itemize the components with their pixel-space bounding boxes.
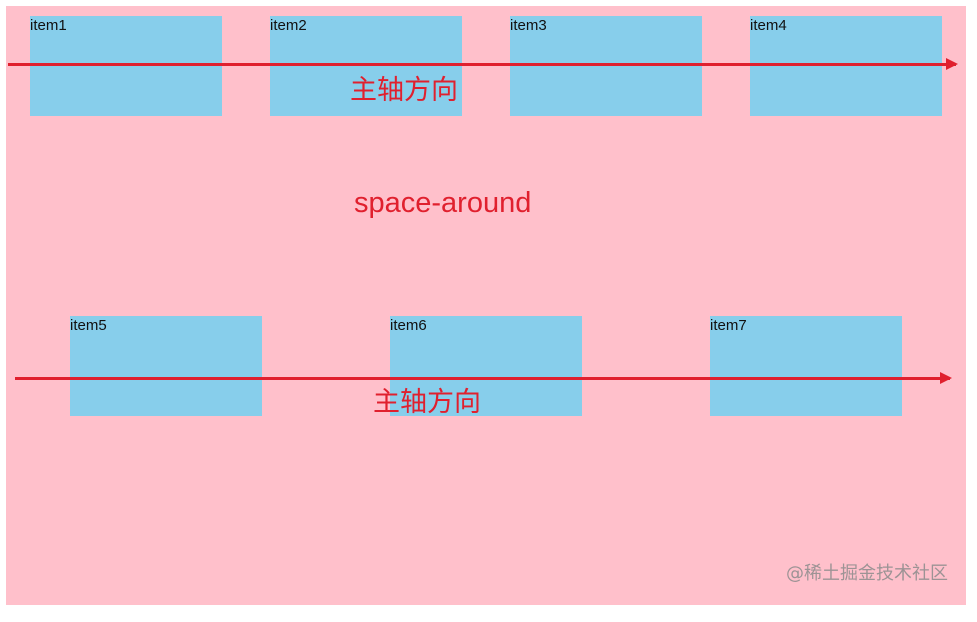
watermark: @稀土掘金技术社区	[786, 563, 948, 584]
main-axis-arrow-icon	[15, 372, 952, 384]
main-axis-label: 主轴方向	[373, 387, 481, 418]
main-axis-label: 主轴方向	[350, 75, 458, 106]
justify-mode-label: space-around	[354, 187, 532, 219]
flex-item-1: item1	[30, 16, 222, 116]
flex-item-5: item5	[70, 316, 262, 416]
flex-container: item1 item2 item3 item4 主轴方向 space-aroun…	[6, 6, 966, 605]
item-label: item3	[510, 17, 547, 34]
item-label: item5	[70, 317, 107, 334]
item-label: item2	[270, 17, 307, 34]
flex-item-2: item2	[270, 16, 462, 116]
item-label: item6	[390, 317, 427, 334]
item-label: item7	[710, 317, 747, 334]
flex-item-7: item7	[710, 316, 902, 416]
item-label: item1	[30, 17, 67, 34]
item-label: item4	[750, 17, 787, 34]
flex-item-4: item4	[750, 16, 942, 116]
main-axis-arrow-icon	[8, 58, 958, 70]
flex-item-3: item3	[510, 16, 702, 116]
flex-item-6: item6	[390, 316, 582, 416]
